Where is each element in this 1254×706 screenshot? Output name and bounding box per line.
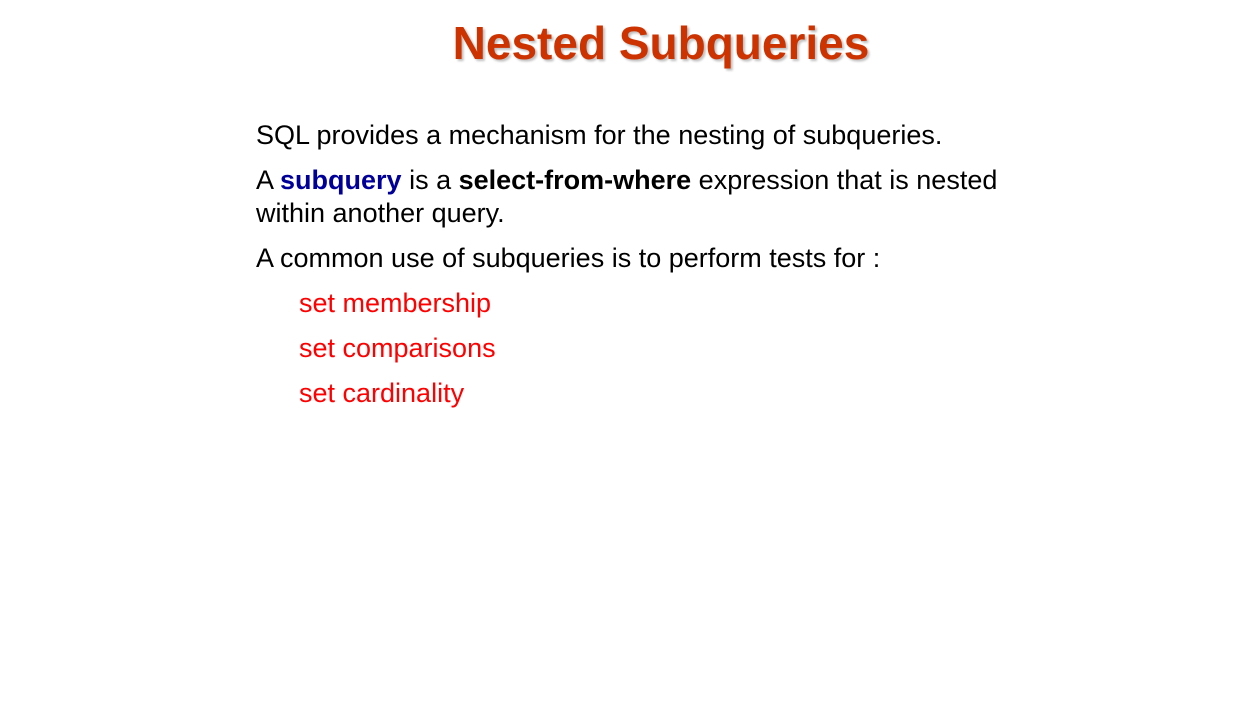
paragraph-middle: is a: [401, 165, 459, 195]
sub-item-set-cardinality: set cardinality: [299, 378, 465, 408]
paragraph-common-use: A common use of subqueries is to perform…: [256, 243, 881, 273]
subquery-term: subquery: [280, 165, 402, 195]
sub-item-set-comparisons: set comparisons: [299, 333, 496, 363]
paragraph-subquery-definition: A subquery is a select-from-where expres…: [256, 164, 1056, 230]
select-from-where-term: select-from-where: [458, 165, 692, 195]
sub-item-set-membership: set membership: [299, 288, 492, 318]
paragraph-prefix: A: [256, 165, 281, 195]
paragraph-suffix: expression that is nested within another…: [256, 165, 998, 228]
slide-title: Nested Subqueries: [452, 17, 870, 69]
paragraph-nesting-mechanism: SQL provides a mechanism for the nesting…: [256, 120, 943, 150]
